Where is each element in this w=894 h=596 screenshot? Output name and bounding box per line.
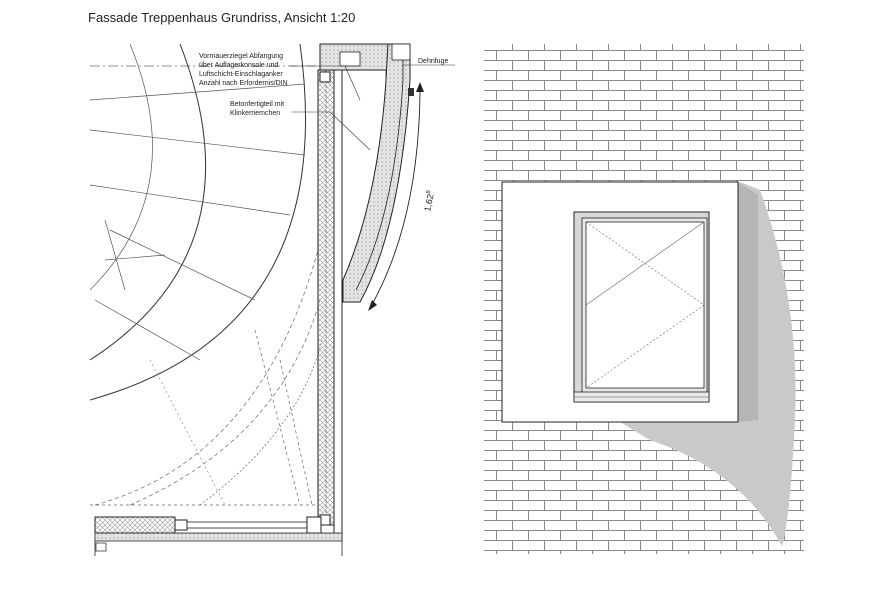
annotation-line: Klinkerriemchen <box>230 110 280 117</box>
bottom-wall <box>94 516 343 556</box>
dimension-label: 1,628 <box>422 189 436 212</box>
annotation-line: Luftschicht-Einschlaganker <box>199 71 283 78</box>
annotation-dehnfuge-label: Dehnfuge <box>418 58 448 65</box>
curved-precast-element <box>341 43 414 303</box>
stair-geometry <box>90 44 323 506</box>
annotation-betonfertigteil: Betonfertigteil mit Klinkerriemchen <box>230 101 371 151</box>
window <box>573 211 710 403</box>
dimension-arc <box>368 82 424 311</box>
annotation-line: über Auflagerkonsole und <box>199 62 278 69</box>
annotation-line: Betonfertigteil mit <box>230 101 284 108</box>
drawing-title: Fassade Treppenhaus Grundriss, Ansicht 1… <box>88 10 356 25</box>
elevation-view <box>484 44 804 554</box>
annotation-abfangung: Vormauerziegel Abfangung über Auflagerko… <box>199 53 361 101</box>
annotation-line: Anzahl nach Erfordernis/DIN <box>199 80 288 87</box>
facade-wall <box>317 43 389 541</box>
annotation-line: Vormauerziegel Abfangung <box>199 53 283 60</box>
plan-view: 1,628 Vormauerziegel Abfangung über Aufl… <box>90 43 455 556</box>
annotation-dehnfuge: Dehnfuge <box>403 58 455 66</box>
